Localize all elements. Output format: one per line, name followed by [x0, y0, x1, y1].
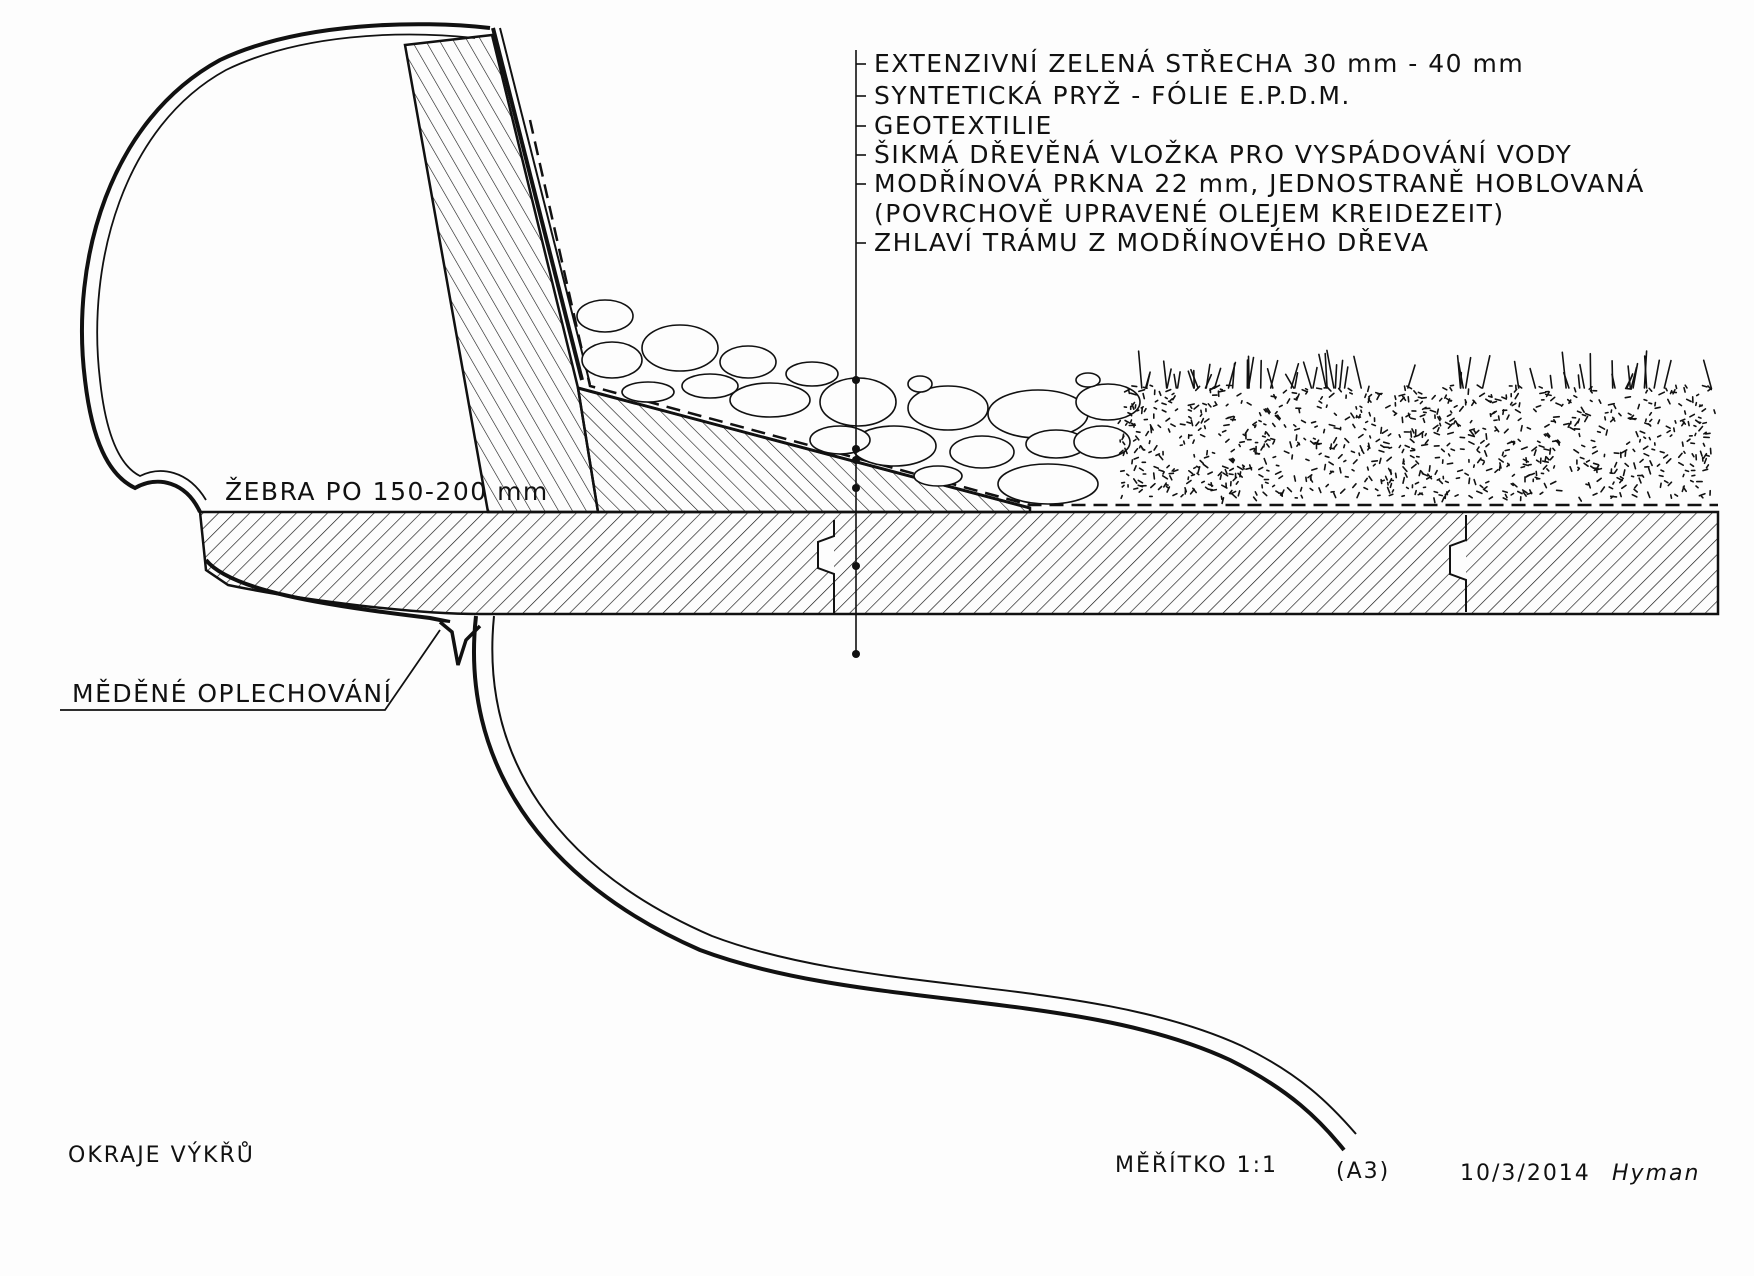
layer-label: SYNTETICKÁ PRYŽ - FÓLIE E.P.D.M.: [874, 80, 1351, 110]
scale-label: MĚŘÍTKO 1:1: [1115, 1152, 1278, 1178]
drawing-title: OKRAJE VÝKŘŮ: [68, 1141, 255, 1168]
layer-label: EXTENZIVNÍ ZELENÁ STŘECHA 30 mm - 40 mm: [874, 49, 1524, 78]
layer-label: MODŘÍNOVÁ PRKNA 22 mm, JEDNOSTRANĚ HOBLO…: [874, 169, 1645, 198]
sheet-format: (A3): [1336, 1159, 1390, 1184]
copper-flashing-callout: MĚDĚNÉ OPLECHOVÁNÍ: [60, 630, 440, 710]
copper-label: MĚDĚNÉ OPLECHOVÁNÍ: [72, 679, 393, 708]
grass: [1139, 350, 1712, 388]
layer-label: ZHLAVÍ TRÁMU Z MODŘÍNOVÉHO DŘEVA: [874, 228, 1430, 257]
larch-boards: [200, 512, 1718, 614]
signature: Hyman: [1612, 1161, 1700, 1186]
title-block: OKRAJE VÝKŘŮ MĚŘÍTKO 1:1 (A3) 10/3/2014 …: [68, 1141, 1700, 1186]
layer-label: GEOTEXTILIE: [874, 111, 1053, 140]
sloped-wooden-insert: [405, 28, 598, 512]
drawing-date: 10/3/2014: [1460, 1161, 1591, 1186]
curved-profile-line: [474, 616, 1356, 1150]
layer-label: ŠIKMÁ DŘEVĚNÁ VLOŽKA PRO VYSPÁDOVÁNÍ VOD…: [874, 139, 1572, 169]
rib-label: ŽEBRA PO 150-200 mm: [225, 477, 549, 506]
layer-labels: EXTENZIVNÍ ZELENÁ STŘECHA 30 mm - 40 mm …: [874, 49, 1645, 257]
green-roof-substrate: [1118, 385, 1715, 503]
layer-label: (POVRCHOVĚ UPRAVENÉ OLEJEM KREIDEZEIT): [874, 199, 1505, 228]
